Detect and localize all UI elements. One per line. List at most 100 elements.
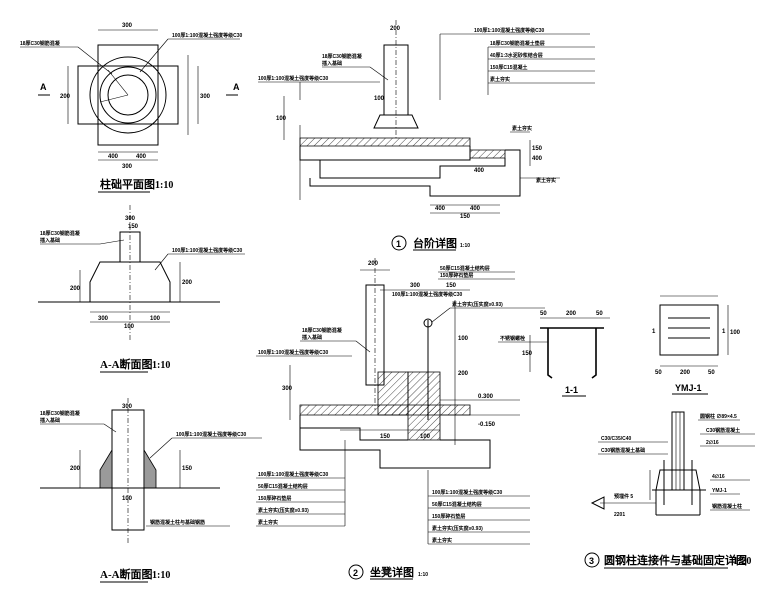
section1-note-a: 18厚C30钢筋混凝 bbox=[40, 230, 81, 237]
bench-dim-4: 100 bbox=[458, 336, 469, 342]
steel-detail-title: 圆钢柱连接件与基础固定详图 bbox=[604, 553, 747, 567]
plan-horizontal-band bbox=[77, 65, 179, 125]
column-plan-title: 柱础平面图 bbox=[100, 177, 155, 191]
section2-note-d: 钢筋混凝土柱与基础钢筋 bbox=[150, 519, 205, 526]
bench-detail-2: 0.300 -0.150 200 300 150 300 100 200 150… bbox=[256, 258, 545, 580]
step-note-2: 插入基础 bbox=[322, 60, 342, 67]
steel-column-base-plate bbox=[655, 469, 701, 491]
steel-column-detail-3: 圆钢柱 ∅89×4.5 C30钢筋混凝土 2∅16 C30/C35/C40 C3… bbox=[584, 411, 755, 569]
ymj-dim-3: 100 bbox=[730, 330, 741, 336]
step-detail-1: 200 400 400 150 100 150 400 400 100 100厚… bbox=[258, 20, 595, 251]
ymj-plate bbox=[659, 304, 719, 356]
s11-dim-3: 150 bbox=[522, 351, 533, 357]
step-detail-number: 1 bbox=[396, 239, 401, 249]
step-paving-lower bbox=[469, 149, 506, 159]
ymj-1-detail: 50 200 50 100 1 1 YMJ-1 bbox=[652, 295, 741, 395]
steel-detail-number-circle bbox=[584, 552, 600, 568]
steel-note-5: YMJ-1 bbox=[712, 488, 727, 494]
section1-title: A-A断面图 bbox=[100, 357, 153, 371]
steel-note-9: 2201 bbox=[614, 512, 625, 518]
bench-elev-0: 0.300 bbox=[478, 394, 494, 400]
s11-note: 不锈钢螺栓 bbox=[500, 335, 525, 342]
plan-dim-b1: 400 bbox=[108, 154, 119, 160]
section2-title: A-A断面图 bbox=[100, 567, 153, 581]
section1-dim-1: 150 bbox=[128, 224, 139, 230]
section-a-a-upper: 18厚C30钢筋混凝 插入基础 100厚1:100混凝土强度等级C30 300 … bbox=[38, 205, 245, 373]
plan-note-right: 100厚1:100混凝土强度等级C30 bbox=[172, 32, 243, 39]
bench-slab bbox=[299, 404, 471, 416]
s11-dim-1: 200 bbox=[566, 311, 577, 317]
section2-scale: 1:10 bbox=[152, 570, 170, 581]
steel-note-2: 2∅16 bbox=[706, 440, 719, 446]
bench-label-bl-1: 50厚C15混凝土结构层 bbox=[258, 483, 308, 490]
step-note-bottom: 素土夯实 bbox=[535, 177, 556, 184]
section-a-a-lower: 18厚C30钢筋混凝 插入基础 100厚1:100混凝土强度等级C30 钢筋混凝… bbox=[40, 398, 262, 583]
ymj-dim-2: 50 bbox=[708, 370, 715, 376]
section2-haunch-left bbox=[99, 448, 113, 489]
section2-dim-2: 300 bbox=[122, 404, 133, 410]
step-dim-0: 200 bbox=[390, 26, 401, 32]
section2-dim-0: 200 bbox=[70, 466, 81, 472]
bench-label-top-3: 素土夯实(压实度≥0.93) bbox=[451, 301, 503, 308]
s11-dim-0: 50 bbox=[540, 311, 547, 317]
bench-column bbox=[365, 284, 385, 386]
steel-note-7: 钢筋混凝土柱 bbox=[712, 503, 742, 510]
ymj-mark-left: 1 bbox=[652, 329, 656, 335]
section1-dim-4: 100 bbox=[150, 316, 161, 322]
bench-label-br-2: 150厚碎石垫层 bbox=[432, 513, 465, 520]
steel-detail-number: 3 bbox=[589, 556, 594, 566]
bench-dim-1: 300 bbox=[410, 283, 421, 289]
section2-note-a: 18厚C30钢筋混凝 bbox=[40, 410, 81, 417]
ymj-mark-right: 1 bbox=[722, 329, 726, 335]
step-dim-4: 100 bbox=[276, 116, 287, 122]
bench-label-top-2: 150厚碎石垫层 bbox=[440, 272, 473, 279]
plan-middle-circle bbox=[99, 66, 157, 124]
section1-dim-5: 200 bbox=[70, 286, 81, 292]
section2-note-b: 插入基础 bbox=[40, 417, 60, 424]
section-1-1: 50 200 50 150 不锈钢螺栓 1-1 bbox=[498, 311, 610, 397]
ymj-title: YMJ-1 bbox=[675, 383, 702, 393]
bench-label-br-3: 素土夯实(压实度≥0.93) bbox=[431, 525, 483, 532]
steel-detail-scale: 1:20 bbox=[733, 556, 751, 567]
section1-scale: 1:10 bbox=[152, 360, 170, 371]
step-detail-number-circle bbox=[391, 235, 407, 251]
steel-note-8: 预埋件 5 bbox=[614, 493, 633, 500]
step-dim-8: 100 bbox=[374, 96, 385, 102]
bench-detail-number-circle bbox=[348, 564, 364, 580]
plan-dim-left: 200 bbox=[60, 94, 71, 100]
bench-dim-6: 150 bbox=[380, 434, 391, 440]
plan-dim-right: 300 bbox=[200, 94, 211, 100]
step-dim-5: 150 bbox=[532, 146, 543, 152]
step-note-3: 18厚C30钢筋混凝土垫层 bbox=[490, 40, 545, 47]
section1-dim-6: 200 bbox=[182, 280, 193, 286]
step-paving-upper bbox=[299, 137, 471, 147]
plan-dim-b3: 300 bbox=[122, 164, 133, 170]
section2-note-c: 100厚1:100混凝土强度等级C30 bbox=[176, 431, 247, 438]
bench-label-left-1: 插入基础 bbox=[302, 334, 322, 341]
bench-label-bl-0: 100厚1:100混凝土强度等级C30 bbox=[258, 471, 329, 478]
plan-note-left: 18厚C30钢筋混凝 bbox=[20, 40, 61, 47]
ymj-dim-0: 50 bbox=[655, 370, 662, 376]
bench-label-bl-2: 150厚碎石垫层 bbox=[258, 495, 291, 502]
steel-column-arrow bbox=[590, 496, 605, 510]
step-column-base bbox=[373, 114, 419, 129]
bench-label-top-1: 50厚C15混凝土结构层 bbox=[440, 265, 490, 272]
bench-label-bl-4: 素土夯实 bbox=[257, 519, 278, 526]
step-note-7: 素土夯实 bbox=[511, 125, 532, 132]
step-dim-7: 400 bbox=[474, 168, 485, 174]
plan-outer-circle bbox=[89, 56, 167, 134]
bench-label-br-0: 100厚1:100混凝土强度等级C30 bbox=[432, 489, 503, 496]
bench-label-left-0: 18厚C30钢筋混凝 bbox=[302, 327, 343, 334]
section1-note-b: 插入基础 bbox=[40, 237, 60, 244]
steel-note-0: 圆钢柱 ∅89×4.5 bbox=[700, 413, 737, 420]
step-note-5: 150厚C15混凝土 bbox=[490, 64, 528, 71]
steel-column-tube bbox=[671, 411, 685, 491]
step-note-6: 素土夯实 bbox=[489, 76, 510, 83]
step-dim-3: 150 bbox=[460, 214, 471, 220]
step-dim-6: 400 bbox=[532, 156, 543, 162]
bench-dim-7: 100 bbox=[420, 434, 431, 440]
section2-haunch-right bbox=[143, 448, 157, 489]
step-dim-1: 400 bbox=[435, 206, 446, 212]
s11-dim-2: 50 bbox=[596, 311, 603, 317]
column-plan-scale: 1:10 bbox=[155, 180, 173, 191]
